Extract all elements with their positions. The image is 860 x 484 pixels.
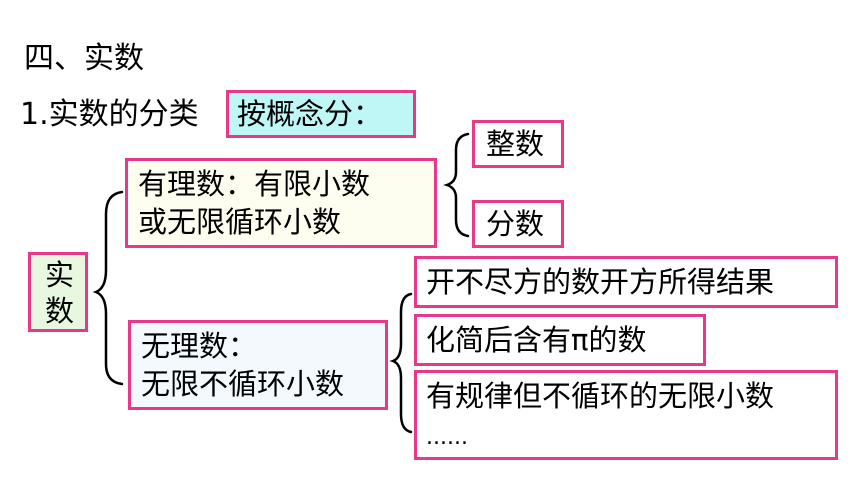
irrational-number-box: 无理数： 无限不循环小数 bbox=[128, 320, 388, 410]
irrational-example-pi-box: 化简后含有π的数 bbox=[414, 314, 706, 366]
irrational-example-pi: 化简后含有π的数 bbox=[426, 323, 647, 357]
brace-rational bbox=[443, 132, 470, 238]
integer-label: 整数 bbox=[486, 127, 545, 161]
real-number-box: 实数 bbox=[28, 252, 88, 332]
fraction-box: 分数 bbox=[472, 200, 564, 248]
classify-by-concept-box: 按概念分： bbox=[226, 90, 416, 138]
irrational-example-pattern-box: 有规律但不循环的无限小数 ...... bbox=[414, 370, 838, 460]
irrational-example-roots-box: 开不尽方的数开方所得结果 bbox=[414, 256, 838, 308]
fraction-label: 分数 bbox=[486, 207, 545, 241]
irrational-example-ellipsis: ...... bbox=[426, 425, 468, 450]
irrational-example-pattern: 有规律但不循环的无限小数 bbox=[426, 379, 775, 413]
rational-definition-line1: 有理数：有限小数 bbox=[138, 167, 371, 201]
irrational-definition-line2: 无限不循环小数 bbox=[141, 367, 345, 401]
rational-definition-line2: 或无限循环小数 bbox=[138, 205, 342, 239]
irrational-example-roots: 开不尽方的数开方所得结果 bbox=[426, 265, 775, 299]
brace-real bbox=[92, 190, 124, 386]
integer-box: 整数 bbox=[472, 120, 564, 168]
classify-by-concept-label: 按概念分： bbox=[237, 97, 383, 131]
irrational-definition-line1: 无理数： bbox=[141, 329, 258, 363]
subsection-heading: 1.实数的分类 bbox=[20, 97, 199, 132]
rational-number-box: 有理数：有限小数 或无限循环小数 bbox=[125, 158, 437, 248]
brace-irrational bbox=[389, 292, 413, 434]
real-number-label: 实数 bbox=[45, 258, 75, 328]
section-heading: 四、实数 bbox=[24, 41, 144, 76]
